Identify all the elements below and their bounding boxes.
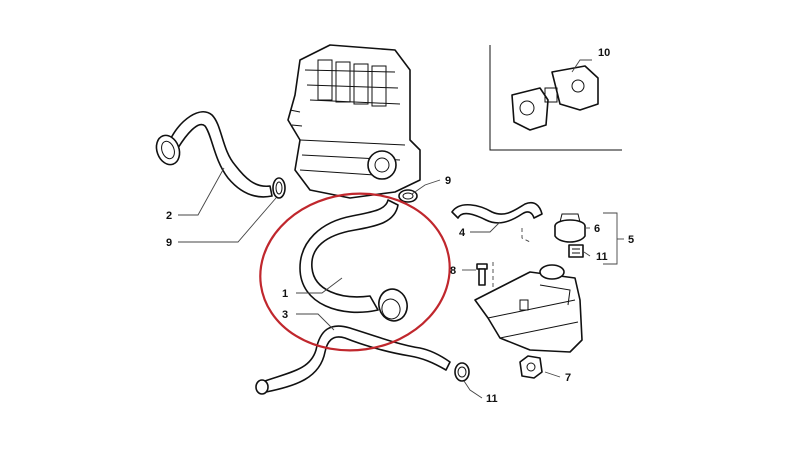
clamp-part-11-bottom bbox=[454, 362, 470, 382]
hose-part-2 bbox=[155, 111, 273, 198]
tank-part-5 bbox=[474, 264, 583, 353]
highlight-ellipse bbox=[259, 192, 451, 352]
callout-6: 6 bbox=[594, 223, 600, 235]
hose-part-3 bbox=[255, 325, 451, 395]
mount-part-7 bbox=[519, 355, 543, 379]
callout-2: 2 bbox=[166, 210, 172, 222]
clamp-part-9-left bbox=[272, 177, 286, 199]
hose-part-1 bbox=[299, 199, 408, 322]
bolt-part-8 bbox=[476, 263, 488, 286]
callout-11-bottom: 11 bbox=[486, 393, 498, 405]
callout-1: 1 bbox=[282, 288, 288, 300]
clamp-part-9-top bbox=[398, 189, 418, 203]
callout-10: 10 bbox=[598, 47, 610, 59]
cap-part-6 bbox=[554, 213, 586, 243]
hose-part-4 bbox=[451, 201, 543, 224]
callout-9-left: 9 bbox=[166, 237, 172, 249]
thermostat-part-10 bbox=[511, 65, 599, 131]
callout-8: 8 bbox=[450, 265, 456, 277]
label-part-11 bbox=[568, 244, 584, 258]
group-bracket-5 bbox=[603, 212, 624, 265]
callout-5: 5 bbox=[628, 234, 634, 246]
callout-9-top: 9 bbox=[445, 175, 451, 187]
callout-4: 4 bbox=[459, 227, 466, 239]
leader-lines bbox=[178, 59, 592, 399]
callouts: 2 9 1 3 4 8 9 10 6 5 11 7 11 bbox=[166, 47, 634, 405]
callout-7: 7 bbox=[565, 372, 571, 384]
callout-11-right: 11 bbox=[596, 251, 608, 263]
engine-block bbox=[287, 44, 421, 199]
inset-frame bbox=[489, 45, 622, 151]
callout-3: 3 bbox=[282, 309, 288, 321]
